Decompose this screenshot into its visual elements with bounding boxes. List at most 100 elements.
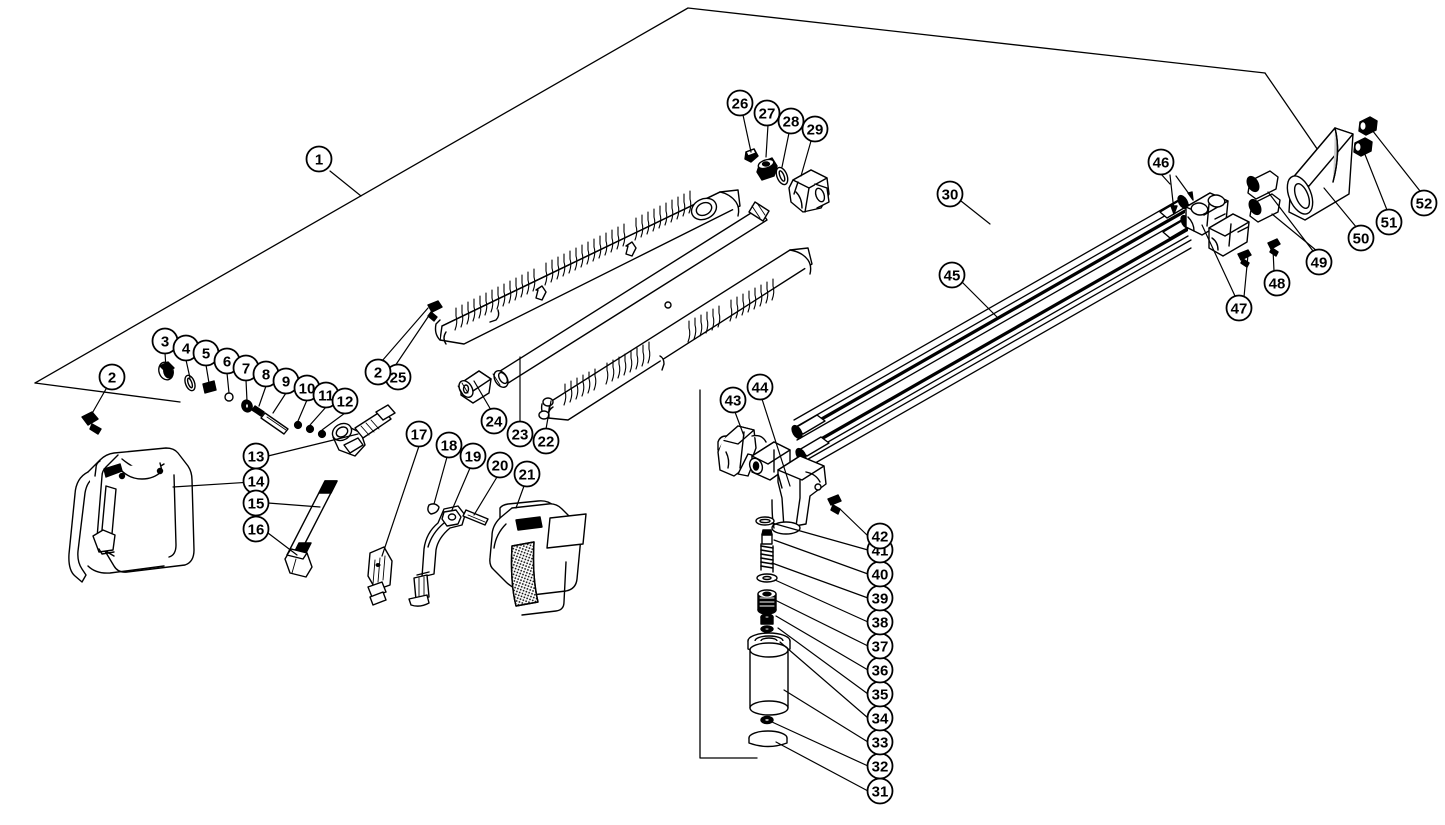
part-46-arrows bbox=[1169, 174, 1194, 215]
callout-49[interactable]: 49 bbox=[1305, 248, 1333, 276]
part-20-pin bbox=[462, 509, 489, 526]
callout-label: 22 bbox=[538, 434, 555, 451]
callout-25[interactable]: 25 bbox=[384, 363, 412, 391]
part-5-seat bbox=[202, 380, 217, 394]
callout-label: 24 bbox=[486, 414, 503, 431]
callout-50[interactable]: 50 bbox=[1347, 224, 1375, 252]
callout-label: 10 bbox=[299, 381, 316, 398]
part-50-sleeve bbox=[1286, 127, 1354, 221]
callout-18[interactable]: 18 bbox=[435, 431, 463, 459]
callout-circle bbox=[1225, 294, 1253, 322]
callout-1[interactable]: 1 bbox=[305, 145, 333, 173]
callout-35[interactable]: 35 bbox=[866, 680, 894, 708]
part-23-inner-tube bbox=[492, 201, 770, 388]
part-47-clamp-lower bbox=[1208, 213, 1250, 257]
part-2a-screw bbox=[81, 411, 102, 435]
callout-label: 32 bbox=[872, 759, 889, 776]
callout-circle bbox=[1375, 208, 1403, 236]
callout-14[interactable]: 14 bbox=[242, 467, 270, 495]
callout-13[interactable]: 13 bbox=[242, 442, 270, 470]
callout-15[interactable]: 15 bbox=[242, 489, 270, 517]
callout-19[interactable]: 19 bbox=[459, 442, 487, 470]
main-assembly-bracket bbox=[34, 7, 1323, 403]
callout-label: 2 bbox=[374, 365, 382, 382]
callout-label: 25 bbox=[390, 370, 407, 387]
callout-circle bbox=[753, 99, 781, 127]
callout-label: 21 bbox=[519, 467, 536, 484]
callout-46[interactable]: 46 bbox=[1147, 148, 1175, 176]
callout-43[interactable]: 43 bbox=[719, 386, 747, 414]
callout-12[interactable]: 12 bbox=[331, 387, 359, 415]
callout-42[interactable]: 42 bbox=[866, 522, 894, 550]
callout-22[interactable]: 22 bbox=[532, 427, 560, 455]
callout-circle bbox=[936, 180, 964, 208]
callout-2[interactable]: 2 bbox=[98, 363, 126, 391]
part-33-washer bbox=[760, 715, 774, 725]
callout-29[interactable]: 29 bbox=[801, 115, 829, 143]
callout-label: 8 bbox=[262, 367, 270, 384]
callout-circle bbox=[242, 515, 270, 543]
callout-label: 49 bbox=[1311, 255, 1328, 272]
callout-circle bbox=[532, 427, 560, 455]
callout-28[interactable]: 28 bbox=[777, 107, 805, 135]
callout-51[interactable]: 51 bbox=[1375, 208, 1403, 236]
callout-label: 18 bbox=[441, 438, 458, 455]
callout-21[interactable]: 21 bbox=[513, 460, 541, 488]
part-42-screw bbox=[827, 494, 842, 515]
callout-52[interactable]: 52 bbox=[1410, 189, 1438, 217]
callout-34[interactable]: 34 bbox=[866, 704, 894, 732]
callout-31[interactable]: 31 bbox=[866, 777, 894, 805]
callout-16[interactable]: 16 bbox=[242, 515, 270, 543]
callout-27[interactable]: 27 bbox=[753, 99, 781, 127]
part-49-inserts bbox=[1246, 170, 1281, 223]
callout-44[interactable]: 44 bbox=[746, 373, 774, 401]
callout-circle bbox=[1305, 248, 1333, 276]
callout-label: 20 bbox=[492, 458, 509, 475]
callout-circle bbox=[242, 489, 270, 517]
callout-38[interactable]: 38 bbox=[866, 608, 894, 636]
callout-32[interactable]: 32 bbox=[866, 752, 894, 780]
callout-37[interactable]: 37 bbox=[866, 632, 894, 660]
callout-circle bbox=[777, 107, 805, 135]
callout-20[interactable]: 20 bbox=[486, 451, 514, 479]
part-32-end-cap bbox=[748, 730, 788, 748]
callout-circle bbox=[435, 431, 463, 459]
part-26-seal bbox=[744, 148, 759, 163]
callout-label: 28 bbox=[783, 114, 800, 131]
callout-label: 13 bbox=[248, 449, 265, 466]
callout-5[interactable]: 5 bbox=[192, 339, 220, 367]
callout-39[interactable]: 39 bbox=[866, 584, 894, 612]
callout-circle bbox=[486, 451, 514, 479]
callout-label: 36 bbox=[872, 663, 889, 680]
part-6-ball bbox=[224, 392, 234, 402]
callout-3[interactable]: 3 bbox=[151, 327, 179, 355]
part-38-valve-cap bbox=[757, 589, 777, 615]
callout-label: 42 bbox=[872, 529, 889, 546]
callout-24[interactable]: 24 bbox=[480, 407, 508, 435]
part-27-bushing bbox=[756, 157, 778, 181]
part-12-pin bbox=[317, 429, 327, 439]
callout-2[interactable]: 2 bbox=[364, 358, 392, 386]
callout-8[interactable]: 8 bbox=[252, 360, 280, 388]
callout-23[interactable]: 23 bbox=[506, 420, 534, 448]
callout-48[interactable]: 48 bbox=[1263, 269, 1291, 297]
callout-30[interactable]: 30 bbox=[936, 180, 964, 208]
callout-circle bbox=[364, 358, 392, 386]
callout-33[interactable]: 33 bbox=[866, 728, 894, 756]
callout-17[interactable]: 17 bbox=[405, 420, 433, 448]
callout-label: 9 bbox=[282, 374, 290, 391]
callout-label: 7 bbox=[242, 361, 250, 378]
callout-47[interactable]: 47 bbox=[1225, 294, 1253, 322]
callout-36[interactable]: 36 bbox=[866, 656, 894, 684]
callout-40[interactable]: 40 bbox=[866, 560, 894, 588]
part-4-oring bbox=[184, 374, 196, 392]
callout-circle bbox=[719, 386, 747, 414]
filter-group-bracket bbox=[699, 389, 758, 759]
part-9-rollpin bbox=[260, 412, 289, 435]
callout-45[interactable]: 45 bbox=[938, 261, 966, 289]
callout-label: 52 bbox=[1416, 196, 1433, 213]
part-8-pin bbox=[251, 405, 265, 417]
callout-circle bbox=[726, 89, 754, 117]
callout-26[interactable]: 26 bbox=[726, 89, 754, 117]
